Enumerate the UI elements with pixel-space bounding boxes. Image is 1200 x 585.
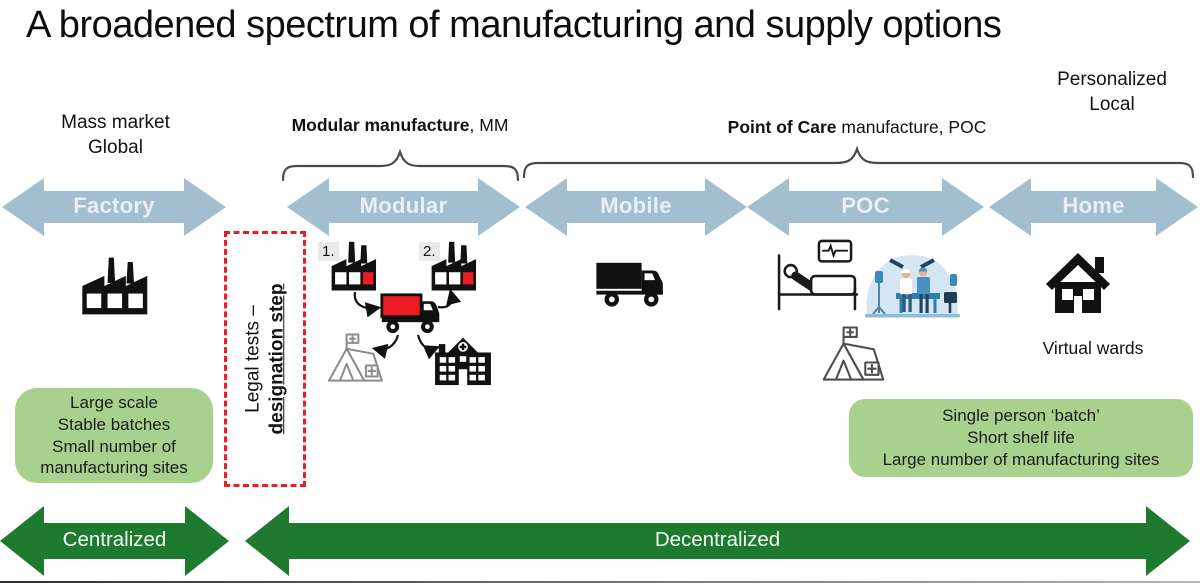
- personalized-line1: Personalized: [1057, 69, 1167, 90]
- personalized-label: Personalized Local: [1032, 67, 1192, 117]
- factory-icon: [82, 257, 148, 315]
- factory-1-badge: 1.: [318, 242, 339, 261]
- poc-brace-icon: [522, 145, 1195, 179]
- truck-icon: [596, 262, 663, 307]
- centralized-arrow: Centralized: [0, 506, 229, 576]
- factory-2-badge: 2.: [419, 242, 440, 261]
- arrow-label-mobile: Mobile: [600, 193, 672, 218]
- mm-label-bold: Modular manufacture: [291, 115, 470, 135]
- mass-market-line2: Global: [88, 137, 143, 159]
- legal-line1: Legal tests –: [242, 305, 264, 413]
- flow-arrows-icon: [353, 288, 462, 360]
- spectrum-arrow-poc: POC: [747, 178, 984, 236]
- spectrum-arrow-modular: Modular: [287, 178, 520, 236]
- arrow-label-poc: POC: [841, 193, 890, 218]
- operating-room-illustration: [865, 255, 960, 318]
- arrow-label-home: Home: [1062, 193, 1125, 218]
- mass-market-label: Mass market Global: [33, 110, 198, 160]
- info-box-decentralized: Single person ‘batch’ Short shelf life L…: [849, 399, 1193, 477]
- arrow-label-modular: Modular: [359, 193, 448, 218]
- legal-line2: designation step: [266, 283, 287, 435]
- decentralized-label: Decentralized: [654, 528, 781, 551]
- personalized-line2: Local: [1089, 94, 1135, 116]
- red-cargo-truck-icon: [380, 293, 440, 334]
- arrow-label-factory: Factory: [73, 193, 155, 218]
- info-left-line2: Stable batches: [57, 414, 171, 434]
- modular-manufacture-label: Modular manufacture, MM: [250, 115, 550, 136]
- brace-icons: [281, 145, 1195, 182]
- poc-medical-tent-icon: [822, 326, 885, 381]
- spectrum-arrow-home: Home: [989, 178, 1198, 236]
- info-left-line1: Large scale: [70, 393, 158, 412]
- poc-label-rest: manufacture, POC: [836, 117, 987, 137]
- legal-designation-box: Legal tests – designation step: [224, 231, 306, 487]
- hospital-icon: [435, 337, 491, 386]
- medical-tent-icon: [328, 333, 383, 382]
- decentralized-arrow: Decentralized: [245, 506, 1190, 576]
- info-box-centralized: Large scale Stable batches Small number …: [15, 388, 213, 483]
- mm-brace-icon: [281, 148, 520, 182]
- spectrum-arrow-factory: Factory: [2, 178, 226, 236]
- slide-bottom-border: [0, 581, 1200, 583]
- virtual-wards-caption: Virtual wards: [1042, 338, 1144, 358]
- point-of-care-label: Point of Care manufacture, POC: [707, 117, 1007, 138]
- factory-module-2-icon: [431, 241, 477, 291]
- hospital-bed-icon: [777, 239, 859, 311]
- mm-label-rest: , MM: [469, 115, 509, 135]
- house-icon: [1046, 253, 1110, 313]
- spectrum-arrow-mobile: Mobile: [525, 178, 747, 236]
- info-right-line3: Large number of manufacturing sites: [882, 449, 1160, 469]
- poc-label-bold: Point of Care: [727, 117, 837, 137]
- centralized-label: Centralized: [62, 528, 167, 551]
- legal-designation-text: Legal tests – designation step: [241, 284, 289, 435]
- info-left-line3: Small number of manufacturing sites: [40, 436, 188, 478]
- info-right-line1: Single person ‘batch’: [942, 406, 1100, 426]
- info-right-line2: Short shelf life: [967, 428, 1075, 448]
- page-title: A broadened spectrum of manufacturing an…: [26, 4, 1002, 46]
- factory-module-1-icon: [331, 241, 377, 291]
- mass-market-line1: Mass market: [61, 112, 170, 133]
